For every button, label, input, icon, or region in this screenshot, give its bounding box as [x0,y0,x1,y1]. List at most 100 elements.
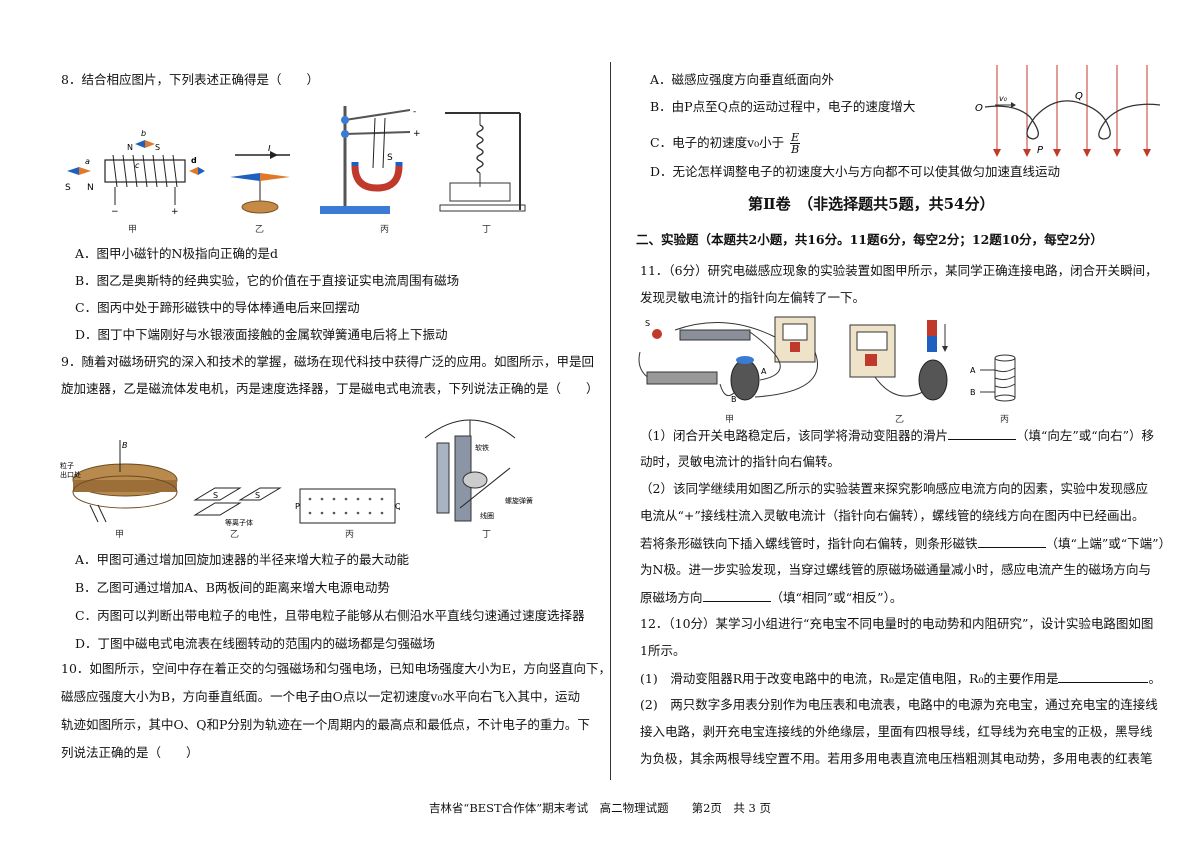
svg-text:−: − [111,207,119,217]
q11-fig-jia: S A B [638,316,818,404]
q11-p1c: 动时，灵敏电流计的指针向右偏转。 [640,454,841,469]
part2-title: 第Ⅱ卷 （非选择题共5题，共54分） [748,195,995,213]
q12-blank-1[interactable] [1058,670,1149,683]
q11-cap-jia: 甲 [725,415,735,425]
svg-text:N: N [127,143,133,152]
frac-den: B [791,143,800,156]
q10-line-4: 列说法正确的是（ ） [61,745,199,760]
q8-opt-b: B．图乙是奥斯特的经典实验，它的价值在于直接证实电流周围有磁场 [75,273,460,288]
q9-cap-yi: 乙 [230,530,240,540]
q12-stem-2: 1所示。 [640,643,686,658]
q9-opt-d: D．丁图中磁电式电流表在线圈转动的范围内的磁场都是匀强磁场 [75,636,436,651]
q12-p2-3: 为负极，其余两根导线空置不用。若用多用电表直流电压档粗测其电动势，多用电表的红表… [640,751,1153,766]
q9-opt-c: C．丙图可以判断出带电粒子的电性，且带电粒子能够从右侧沿水平直线匀速通过速度选择… [75,608,585,623]
svg-text:线圈: 线圈 [480,511,494,520]
q8-stem: 8．结合相应图片，下列表述正确得是（ ） [61,72,319,87]
section-title: 二、实验题（本题共2小题，共16分。11题6分，每空2分；12题10分，每空2分… [636,232,1103,247]
q11-fig-bing: AB [970,354,1016,402]
q10-line-3: 轨迹如图所示，其中O、Q和P分别为轨迹在一个周期内的最高点和最低点，不计电子的重… [61,717,590,732]
q11-stem-1: 11．（6分）研究电磁感应现象的实验装置如图甲所示，某同学正确连接电路，闭合开关… [640,263,1158,278]
svg-text:d: d [191,156,197,165]
svg-text:b: b [141,130,146,138]
q11-p1: （1）闭合开关电路稳定后，该同学将滑动变阻器的滑片（填“向左”或“向右”）移 [640,427,1155,443]
q10-line-1: 10．如图所示，空间中存在着正交的匀强磁场和匀强电场，已知电场强度大小为E，方向… [61,661,612,676]
q9-cap-bing: 丙 [345,530,355,540]
svg-text:I: I [268,145,271,154]
svg-text:A: A [970,366,976,375]
q8-cap-ding: 丁 [482,225,492,235]
q11-fig-yi [849,320,948,401]
q10-opt-a: A．磁感应强度方向垂直纸面向外 [650,72,835,87]
q12-p2-2: 接入电路，剥开充电宝连接线的外绝缘层，里面有四根导线，红导线为充电宝的正极，黑导… [640,724,1153,739]
q9-stem-2: 旋加速器，乙是磁流体发电机，丙是速度选择器，丁是磁电式电流表，下列说法正确的是（… [61,381,599,396]
svg-text:等离子体: 等离子体 [225,518,253,527]
q8-fig-bing: - + S [320,106,421,214]
q11-p2c: 若将条形磁铁向下插入螺线管时，指针向右偏转，则条形磁铁（填“上端”或“下端”） [640,535,1172,551]
q11-p2e: 为N极。进一步实验发现，当穿过螺线管的原磁场磁通量减小时，感应电流产生的磁场方向… [640,562,1151,577]
svg-text:A: A [761,367,767,376]
q11-blank-2[interactable] [977,535,1046,548]
q8-fig-jia: − + S N N S a b d c [65,130,205,217]
svg-text:N: N [87,183,94,193]
svg-text:P: P [1037,145,1044,156]
q8-fig-ding [439,112,526,212]
svg-text:c: c [135,161,140,170]
q11-p2-2: 电流从“+”接线柱流入灵敏电流计（指针向右偏转），螺线管的绕线方向在图丙中已经画… [640,508,1145,523]
svg-text:B: B [970,388,976,397]
svg-text:a: a [85,157,90,166]
q9-fig-yi: S S 等离子体 [193,487,282,527]
q8-opt-d: D．图丁中下端刚好与水银液面接触的金属软弹簧通电后将上下振动 [75,327,448,342]
q9-stem-1: 9．随着对磁场研究的深入和技术的掌握，磁场在现代科技中获得广泛的应用。如图所示，… [61,354,594,369]
q8-cap-yi: 乙 [255,225,265,235]
q11-p2f: 原磁场方向（填“相同”或“相反”）。 [640,589,903,605]
svg-text:Q: Q [1075,91,1083,102]
q10-opt-b: B．由P点至Q点的运动过程中，电子的速度增大 [650,99,916,114]
q11-p2-1: （2）该同学继续用如图乙所示的实验装置来探究影响感应电流方向的因素，实验中发现感… [640,481,1148,496]
svg-text:软铁: 软铁 [475,443,489,452]
q11-cap-yi: 乙 [895,415,905,425]
q8-opt-c: C．图丙中处于蹄形磁铁中的导体棒通电后来回摆动 [75,300,360,315]
svg-text:S: S [155,143,160,152]
q8-cap-jia: 甲 [128,225,138,235]
svg-text:B: B [122,441,128,450]
svg-text:S: S [387,153,393,163]
page-footer: 吉林省“BEST合作体”期末考试 高二物理试题 第2页 共 3 页 [428,801,772,815]
q12-stem-1: 12．（10分）某学习小组进行“充电宝不同电量时的电动势和内阻研究”，设计实验电… [640,616,1154,631]
svg-text:O: O [975,103,983,114]
svg-text:-: - [413,107,416,117]
q11-blank-1[interactable] [947,427,1016,440]
svg-text:+: + [413,129,421,139]
q9-cap-ding: 丁 [482,530,492,540]
column-divider [610,62,611,780]
svg-text:v₀: v₀ [999,94,1008,103]
q11-blank-3[interactable] [702,589,771,602]
svg-text:Q: Q [395,502,400,511]
q10-trajectory-fig: O v₀ Q P [975,65,1161,157]
q8-fig-yi: I [230,145,290,214]
q10-opt-c: C．电子的初速度v₀小于 E B [650,131,801,156]
svg-text:P: P [295,502,300,511]
svg-text:S: S [255,491,260,500]
svg-text:出口处: 出口处 [60,470,81,479]
q11-cap-bing: 丙 [1000,415,1010,425]
frac-num: E [790,131,801,144]
svg-text:S: S [65,183,71,193]
svg-text:S: S [645,319,650,328]
q10-line-2: 磁感应强度大小为B，方向垂直纸面。一个电子由O点以一定初速度v₀水平向右飞入其中… [61,689,581,704]
q9-opt-a: A．甲图可通过增加回旋加速器的半径来增大粒子的最大动能 [75,552,410,567]
svg-text:S: S [213,491,218,500]
q11-stem-2: 发现灵敏电流计的指针向左偏转了一下。 [640,290,866,305]
svg-text:螺旋弹簧: 螺旋弹簧 [505,496,533,505]
svg-text:粒子: 粒子 [60,461,74,470]
q9-opt-b: B．乙图可通过增加A、B两板间的距离来增大电源电动势 [75,580,390,595]
q8-opt-a: A．图甲小磁针的N极指向正确的是d [75,246,278,261]
q8-cap-bing: 丙 [380,225,390,235]
q12-p2-1: (2) 两只数字多用表分别作为电压表和电流表，电路中的电源为充电宝，通过充电宝的… [640,697,1158,712]
svg-text:B: B [731,395,737,404]
q9-cap-jia: 甲 [115,530,125,540]
q10-opt-d: D．无论怎样调整电子的初速度大小与方向都不可以使其做匀加速直线运动 [650,164,1061,179]
svg-text:+: + [171,207,179,217]
